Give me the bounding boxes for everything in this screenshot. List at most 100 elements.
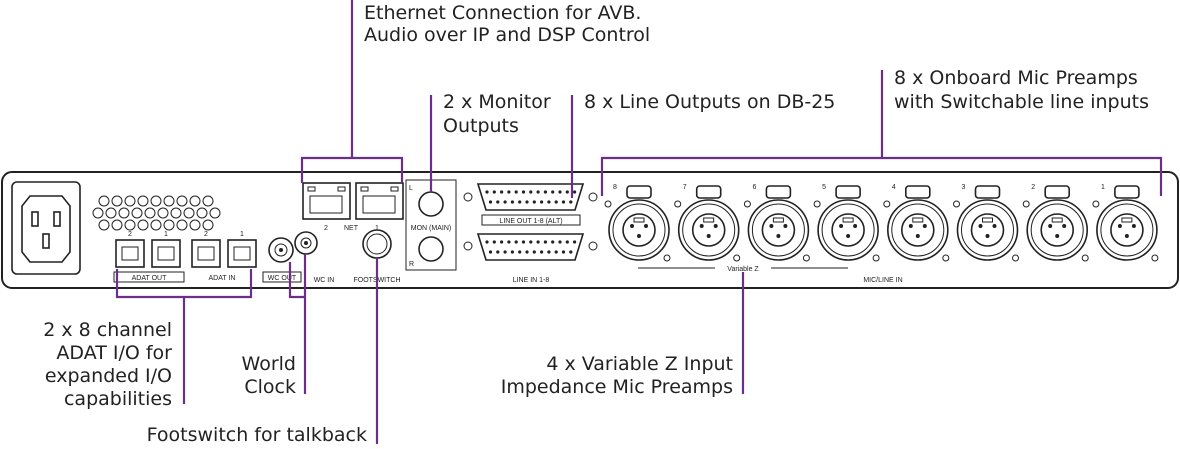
db25-pin xyxy=(561,200,566,204)
ventilation-holes xyxy=(92,195,221,231)
db25-pin xyxy=(554,250,558,254)
db25-pin xyxy=(543,240,548,244)
vent-hole xyxy=(98,219,110,231)
vent-hole xyxy=(163,195,175,207)
db25-pin xyxy=(558,240,562,244)
callout-world-clock-line-1: World xyxy=(242,353,296,375)
db25-pin xyxy=(529,190,533,194)
callout-footswitch: Footswitch for talkback xyxy=(147,424,367,444)
adat-port xyxy=(191,239,221,268)
net-port-number: 1 xyxy=(375,225,379,232)
callout-onboard-line-2: with Switchable line inputs xyxy=(894,91,1149,113)
mon-l-label: L xyxy=(409,185,413,192)
screw-icon xyxy=(663,254,671,262)
vent-hole xyxy=(189,195,201,207)
db25-pin xyxy=(565,190,569,194)
wc-out-label: WC OUT xyxy=(268,275,297,282)
vent-hole xyxy=(157,207,169,219)
screw-icon xyxy=(1092,200,1100,208)
db25-pin xyxy=(521,240,526,244)
callout-ethernet-line-1: Ethernet Connection for AVB. xyxy=(364,2,641,24)
db25-pin xyxy=(514,240,518,244)
db25-pin xyxy=(536,190,540,194)
power-inlet-icon xyxy=(11,181,81,275)
line-out-label: LINE OUT 1-8 (ALT) xyxy=(499,218,562,225)
line-in-db25 xyxy=(476,233,585,261)
db25-pin xyxy=(540,200,544,204)
vent-hole xyxy=(176,219,188,231)
screw-icon xyxy=(743,200,751,208)
adat-out-label: ADAT OUT xyxy=(132,275,167,282)
db25-pin xyxy=(503,250,507,254)
xlr-latch-button xyxy=(835,185,861,199)
db25-pin xyxy=(510,200,514,204)
vent-hole xyxy=(98,195,110,207)
vent-hole xyxy=(196,207,208,219)
vent-hole xyxy=(209,207,221,219)
world-clock-bracket xyxy=(288,262,305,299)
screw-icon xyxy=(872,254,880,262)
screw-icon xyxy=(942,254,950,262)
db25-pin xyxy=(565,240,569,244)
adat-port xyxy=(227,239,257,268)
db25-pin xyxy=(500,190,504,194)
xlr-combo-input: 1 xyxy=(1092,184,1159,262)
ethernet-ports: 2 NET 1 xyxy=(302,182,404,232)
vent-hole xyxy=(92,207,104,219)
screw-icon xyxy=(953,200,960,208)
db25-pin xyxy=(518,200,522,204)
xlr-latch-button xyxy=(1114,185,1140,199)
db25-pin xyxy=(543,190,548,194)
vent-hole xyxy=(118,207,130,219)
db25-pin xyxy=(561,250,566,254)
vent-hole xyxy=(144,207,156,219)
xlr-channel-number: 2 xyxy=(1031,184,1035,191)
screw-icon xyxy=(883,200,891,208)
adat-port-number: 1 xyxy=(240,231,244,238)
db25-pin xyxy=(547,250,551,254)
adat-port xyxy=(151,239,181,268)
vent-hole xyxy=(111,195,123,207)
screw-icon xyxy=(1081,254,1089,262)
db25-pin xyxy=(532,200,536,204)
db25-pin xyxy=(569,250,573,254)
vent-hole xyxy=(163,219,175,231)
vent-hole xyxy=(202,195,214,207)
xlr-channel-number: 5 xyxy=(822,184,826,191)
vent-hole xyxy=(137,219,149,231)
db25-pin xyxy=(532,250,536,254)
xlr-combo-input: 4 xyxy=(883,184,950,262)
ethernet-port xyxy=(302,182,351,220)
ethernet-port xyxy=(355,182,404,220)
xlr-combo-input: 3 xyxy=(953,184,1019,262)
db25-pin xyxy=(510,250,514,254)
xlr-combo-input: 6 xyxy=(743,184,810,262)
net-label: NET xyxy=(344,225,359,232)
xlr-latch-button xyxy=(695,185,722,199)
screw-icon xyxy=(604,200,612,208)
adat-in-label: ADAT IN xyxy=(209,275,236,282)
db25-pin xyxy=(496,200,500,204)
variable-z-label: Variable Z xyxy=(727,266,759,273)
db25-pin xyxy=(488,200,493,204)
db25-pin xyxy=(554,200,558,204)
db25-pin xyxy=(492,240,496,244)
screw-icon xyxy=(1012,254,1019,262)
xlr-channel-number: 1 xyxy=(1101,184,1105,191)
db25-pin xyxy=(529,240,533,244)
xlr-latch-button xyxy=(765,185,792,199)
callout-adat-line-2: ADAT I/O for xyxy=(56,342,172,364)
db25-pin xyxy=(569,200,573,204)
xlr-combo-input: 2 xyxy=(1022,184,1089,262)
adat-port-number: 2 xyxy=(204,231,208,238)
vent-hole xyxy=(183,207,195,219)
monitor-jack-right xyxy=(418,236,444,262)
callout-monitor-line-1: 2 x Monitor xyxy=(443,91,551,113)
callout-adat-line-3: expanded I/O xyxy=(45,365,172,387)
db25-pin xyxy=(573,240,577,244)
db25-pin xyxy=(518,250,522,254)
xlr-channel-number: 3 xyxy=(962,184,966,191)
